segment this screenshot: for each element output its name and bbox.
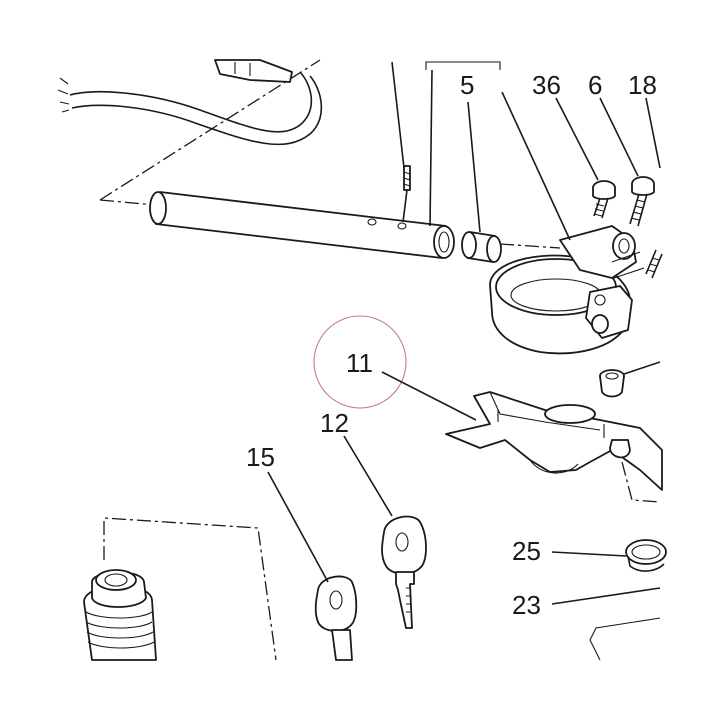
lower-cover-outline <box>589 617 661 661</box>
label-part-18: 18 <box>628 70 657 100</box>
leader-lines <box>267 61 661 583</box>
bolt-part-18 <box>645 249 663 279</box>
assembly-line-lock <box>103 517 277 661</box>
assembly-line-top <box>99 59 321 201</box>
ignition-bracket <box>445 391 663 491</box>
spacer-nut <box>599 369 625 398</box>
label-part-25: 25 <box>512 536 541 566</box>
wiring-harness <box>57 59 323 146</box>
handlebar-tube <box>149 191 455 259</box>
bolt-part-36 <box>592 180 616 219</box>
bushing-part-5 <box>461 231 502 263</box>
label-part-15: 15 <box>246 442 275 472</box>
label-part-5: 5 <box>460 70 474 100</box>
label-part-12: 12 <box>320 408 349 438</box>
key-part-15 <box>314 575 358 661</box>
assembly-line-bracket <box>621 461 661 503</box>
assembly-line-tube <box>99 199 156 206</box>
ring-part-25 <box>625 539 667 572</box>
leader-23 <box>551 587 661 605</box>
label-part-11: 11 <box>346 348 373 378</box>
label-part-36: 36 <box>532 70 561 100</box>
highlight-circle <box>313 315 407 409</box>
ignition-lock-cylinder <box>83 569 157 661</box>
key-part-12 <box>381 515 427 629</box>
assembly-line-bushing <box>499 243 561 249</box>
leader-25 <box>551 551 627 557</box>
label-part-6: 6 <box>588 70 602 100</box>
retaining-pin <box>402 165 411 223</box>
bolt-part-6 <box>629 176 655 227</box>
label-part-23: 23 <box>512 590 541 620</box>
handlebar-clamp <box>489 225 645 355</box>
leader-nut <box>623 361 661 375</box>
